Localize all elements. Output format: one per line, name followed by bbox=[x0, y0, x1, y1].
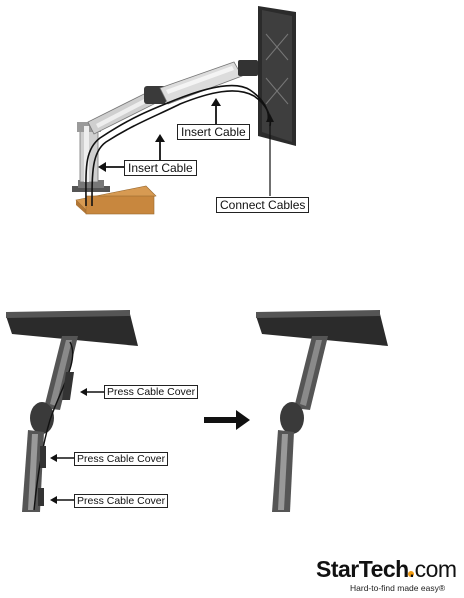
upper-arm bbox=[160, 62, 242, 104]
arm-after bbox=[272, 336, 328, 512]
insert-cable-upper-arrow bbox=[211, 98, 221, 124]
press-cable-cover-label-2: Press Cable Cover bbox=[74, 452, 168, 466]
press-cable-cover-arrow-2 bbox=[50, 454, 74, 462]
cable-cover-piece-2 bbox=[40, 446, 46, 468]
monitor-mount bbox=[238, 60, 258, 76]
press-cable-cover-label-1: Press Cable Cover bbox=[104, 385, 198, 399]
insert-cable-lower-arrow bbox=[98, 162, 124, 172]
connect-cables-label: Connect Cables bbox=[216, 197, 309, 213]
brand-tagline: Hard-to-find made easy® bbox=[350, 583, 445, 593]
insert-cable-mid-arrow bbox=[155, 134, 165, 160]
arm-before bbox=[22, 336, 78, 512]
press-cable-cover-arrow-1 bbox=[80, 388, 104, 396]
press-cable-cover-label-3: Press Cable Cover bbox=[74, 494, 168, 508]
insert-cable-upper-label: Insert Cable bbox=[177, 124, 250, 140]
cables bbox=[86, 85, 270, 206]
result-arrow bbox=[204, 410, 250, 430]
cable-cover-piece-3 bbox=[38, 488, 44, 506]
brand-suffix: .com bbox=[409, 556, 457, 582]
insert-cable-lower-label: Insert Cable bbox=[124, 160, 197, 176]
press-cable-cover-arrow-3 bbox=[50, 496, 74, 504]
startech-logo: StarTech.com bbox=[316, 556, 457, 583]
monitor bbox=[258, 6, 296, 146]
brand-main: StarTech bbox=[316, 556, 409, 582]
